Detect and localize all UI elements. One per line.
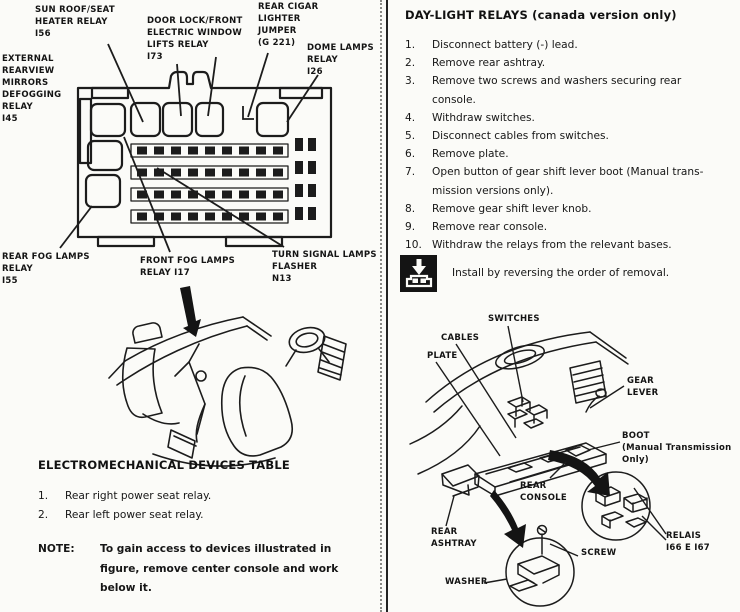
label-rear-ashtray: REAR ASHTRAY [431,527,477,549]
step-number: 1. [405,39,416,51]
row-text: Rear left power seat relay. [65,509,204,521]
label-relays: RELAIS I66 E I67 [666,531,710,553]
row-number: 1. [38,490,49,502]
label-rear-fog-lamps-relay: REAR FOG LAMPS RELAY I55 [2,252,90,286]
column-divider [386,0,388,612]
label-boot: BOOT (Manual Transmission Only) [622,431,732,465]
step-number: 6. [405,148,416,161]
step-number: 4. [405,111,416,124]
list-item: 9. Remove rear console. [405,218,723,236]
label-screw: SCREW [581,548,617,558]
table-row: 2. Rear left power seat relay. [38,506,368,525]
fusebox-leader-lines [59,43,319,253]
label-turn-signal-flasher: TURN SIGNAL LAMPS FLASHER N13 [272,250,377,284]
label-front-fog-lamps-relay: FRONT FOG LAMPS RELAY I17 [140,256,235,278]
curved-arrow-to-relays [548,450,610,496]
step-text: Remove rear console. [432,221,548,234]
list-item: 2. Remove rear ashtray. [405,54,723,72]
daylight-relays-heading: DAY-LIGHT RELAYS (canada version only) [405,8,677,22]
label-switches: SWITCHES [488,314,540,324]
label-cables: CABLES [441,333,480,343]
step-text: Open button of gear shift lever boot (Ma… [432,166,704,197]
step-number: 8. [405,202,416,215]
step-text: Remove two screws and washers securing r… [432,75,682,106]
label-dome-lamps-relay: DOME LAMPS RELAY I26 [307,43,374,77]
note-block: NOTE: To gain access to devices illustra… [38,540,368,599]
step-text: Withdraw the relays from the relevant ba… [432,239,672,252]
step-number: 7. [405,166,416,179]
label-rear-console: REAR CONSOLE [520,481,567,503]
fusebox-diagram [59,43,333,253]
row-text: Rear right power seat relay. [65,490,212,502]
step-number: 2. [405,57,416,70]
step-number: 5. [405,130,416,143]
table-row: 1. Rear right power seat relay. [38,487,368,506]
label-washer: WASHER [445,577,488,587]
list-item: 4. Withdraw switches. [405,109,723,127]
down-arrow-icon [180,286,201,337]
removal-steps-list: 1. Disconnect battery (-) lead. 2. Remove … [405,36,723,254]
label-door-lock-window-lifts-relay: DOOR LOCK/FRONT ELECTRIC WINDOW LIFTS RE… [147,16,243,62]
list-item: 5. Disconnect cables from switches. [405,127,723,145]
list-item: 7. Open button of gear shift lever boot (… [405,163,723,199]
step-text: Disconnect cables from switches. [432,130,609,143]
label-mirrors-defogging-relay: EXTERNAL REARVIEW MIRRORS DEFOGGING RELA… [2,54,62,124]
step-text: Remove plate. [432,148,509,161]
column-divider-dotted [380,0,382,612]
label-plate: PLATE [427,351,458,361]
install-reverse-order-icon [400,255,437,292]
row-number: 2. [38,509,49,521]
console-exploded-diagram [409,325,667,607]
note-text: To gain access to devices illustrated in… [100,543,339,594]
step-number: 10. [405,239,422,252]
electromechanical-table: 1. Rear right power seat relay. 2. Rear … [38,487,368,525]
note-label: NOTE: [38,543,75,555]
list-item: 10. Withdraw the relays from the relevant… [405,236,723,254]
car-interior-illustration [108,286,347,467]
list-item: 3. Remove two screws and washers securing… [405,72,723,108]
electromechanical-table-title: ELECTROMECHANICAL DEVICES TABLE [38,458,290,472]
diagram-leader-lines [435,325,667,584]
list-item: 6. Remove plate. [405,145,723,163]
list-item: 1. Disconnect battery (-) lead. [405,36,723,54]
label-rear-cigar-lighter-jumper: REAR CIGAR LIGHTER JUMPER (G 221) [258,2,319,48]
label-sunroof-seat-heater-relay: SUN ROOF/SEAT HEATER RELAY I56 [35,5,115,39]
curved-arrow-to-screw [490,490,526,548]
step-text: Remove gear shift lever knob. [432,202,592,215]
step-number: 3. [405,75,416,88]
step-text: Withdraw switches. [432,111,535,124]
step-text: Disconnect battery (-) lead. [432,39,578,51]
install-note: Install by reversing the order of remova… [452,267,670,279]
list-item: 8. Remove gear shift lever knob. [405,200,723,218]
step-number: 9. [405,221,416,234]
label-gear-lever: GEAR LEVER [627,376,659,398]
step-text: Remove rear ashtray. [432,57,546,70]
